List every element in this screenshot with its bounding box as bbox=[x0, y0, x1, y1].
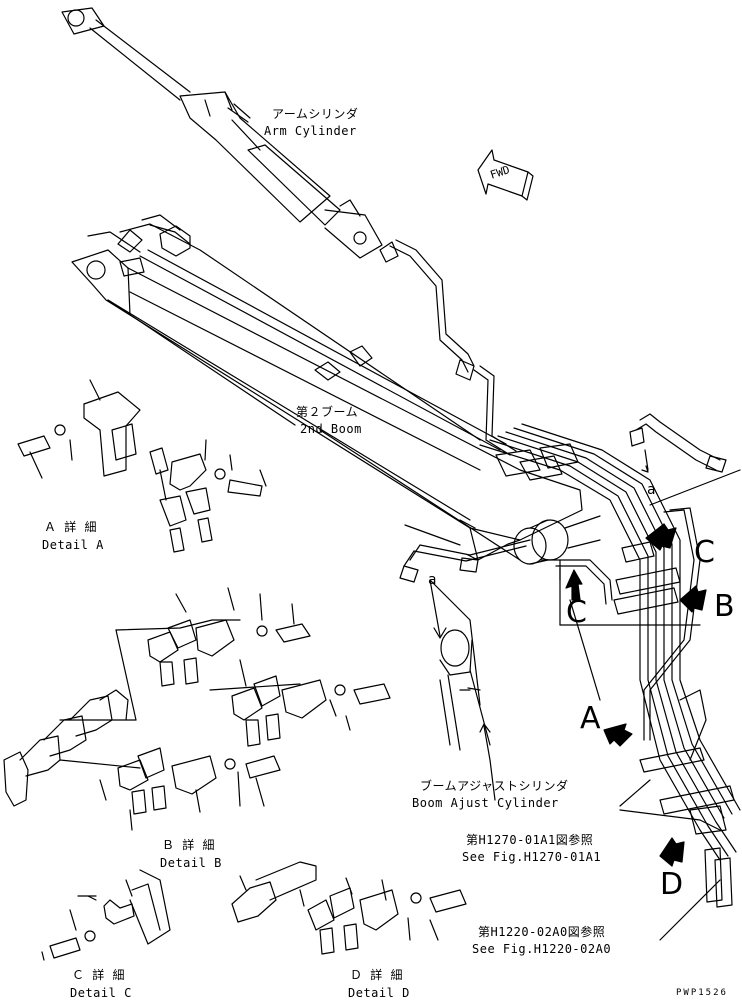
detail-b-label-jp: Ｂ 詳 細 bbox=[162, 838, 215, 852]
leader-lines bbox=[107, 119, 721, 941]
callout-letter-c-left: C bbox=[566, 595, 587, 630]
detail-a-label-en: Detail A bbox=[42, 538, 104, 552]
detail-a bbox=[17, 379, 267, 553]
callout-letter-a: A bbox=[580, 701, 601, 736]
callout-a-lower: a bbox=[428, 572, 437, 588]
arm-cylinder-label-jp: アームシリンダ bbox=[272, 107, 359, 121]
second-boom bbox=[71, 214, 583, 561]
arm-hose bbox=[379, 239, 517, 456]
arm-cylinder bbox=[61, 7, 383, 259]
detail-a-label-jp: Ａ 詳 細 bbox=[44, 520, 97, 534]
pipe-bundle bbox=[479, 423, 741, 908]
boom-adjust-cylinder bbox=[429, 579, 496, 801]
callout-letter-d: D bbox=[660, 867, 684, 902]
reference-2-label-jp: 第H1220-02A0図参照 bbox=[478, 925, 606, 939]
reference-1-label-en: See Fig.H1270-01A1 bbox=[462, 850, 602, 864]
callout-letter-c-right: C bbox=[694, 535, 715, 570]
reference-2-label-en: See Fig.H1220-02A0 bbox=[472, 942, 612, 956]
detail-c-label-jp: Ｃ 詳 細 bbox=[72, 968, 125, 982]
fwd-arrow bbox=[477, 149, 534, 201]
reference-1-label-jp: 第H1270-01A1図参照 bbox=[466, 833, 594, 847]
callout-arrows bbox=[565, 523, 707, 867]
detail-d bbox=[231, 861, 467, 955]
boom-adjust-label-en: Boom Ajust Cylinder bbox=[412, 796, 559, 810]
detail-d-label-jp: Ｄ 詳 細 bbox=[350, 968, 403, 982]
detail-b bbox=[3, 587, 391, 831]
callout-letter-b: B bbox=[714, 589, 735, 624]
detail-c bbox=[41, 869, 171, 961]
second-boom-label-jp: 第２ブーム bbox=[296, 405, 359, 419]
upper-right-pipe bbox=[629, 413, 741, 741]
arm-cylinder-label-en: Arm Cylinder bbox=[264, 124, 357, 138]
detail-d-label-en: Detail D bbox=[348, 986, 410, 1000]
detail-b-label-en: Detail B bbox=[160, 856, 222, 870]
second-boom-label-en: 2nd Boom bbox=[300, 422, 362, 436]
part-code: PWP1526 bbox=[676, 988, 728, 998]
callout-a-upper: a bbox=[647, 482, 656, 498]
boom-pivot bbox=[513, 515, 601, 565]
boom-adjust-label-jp: ブームアジャストシリンダ bbox=[420, 779, 569, 793]
detail-c-label-en: Detail C bbox=[70, 986, 132, 1000]
